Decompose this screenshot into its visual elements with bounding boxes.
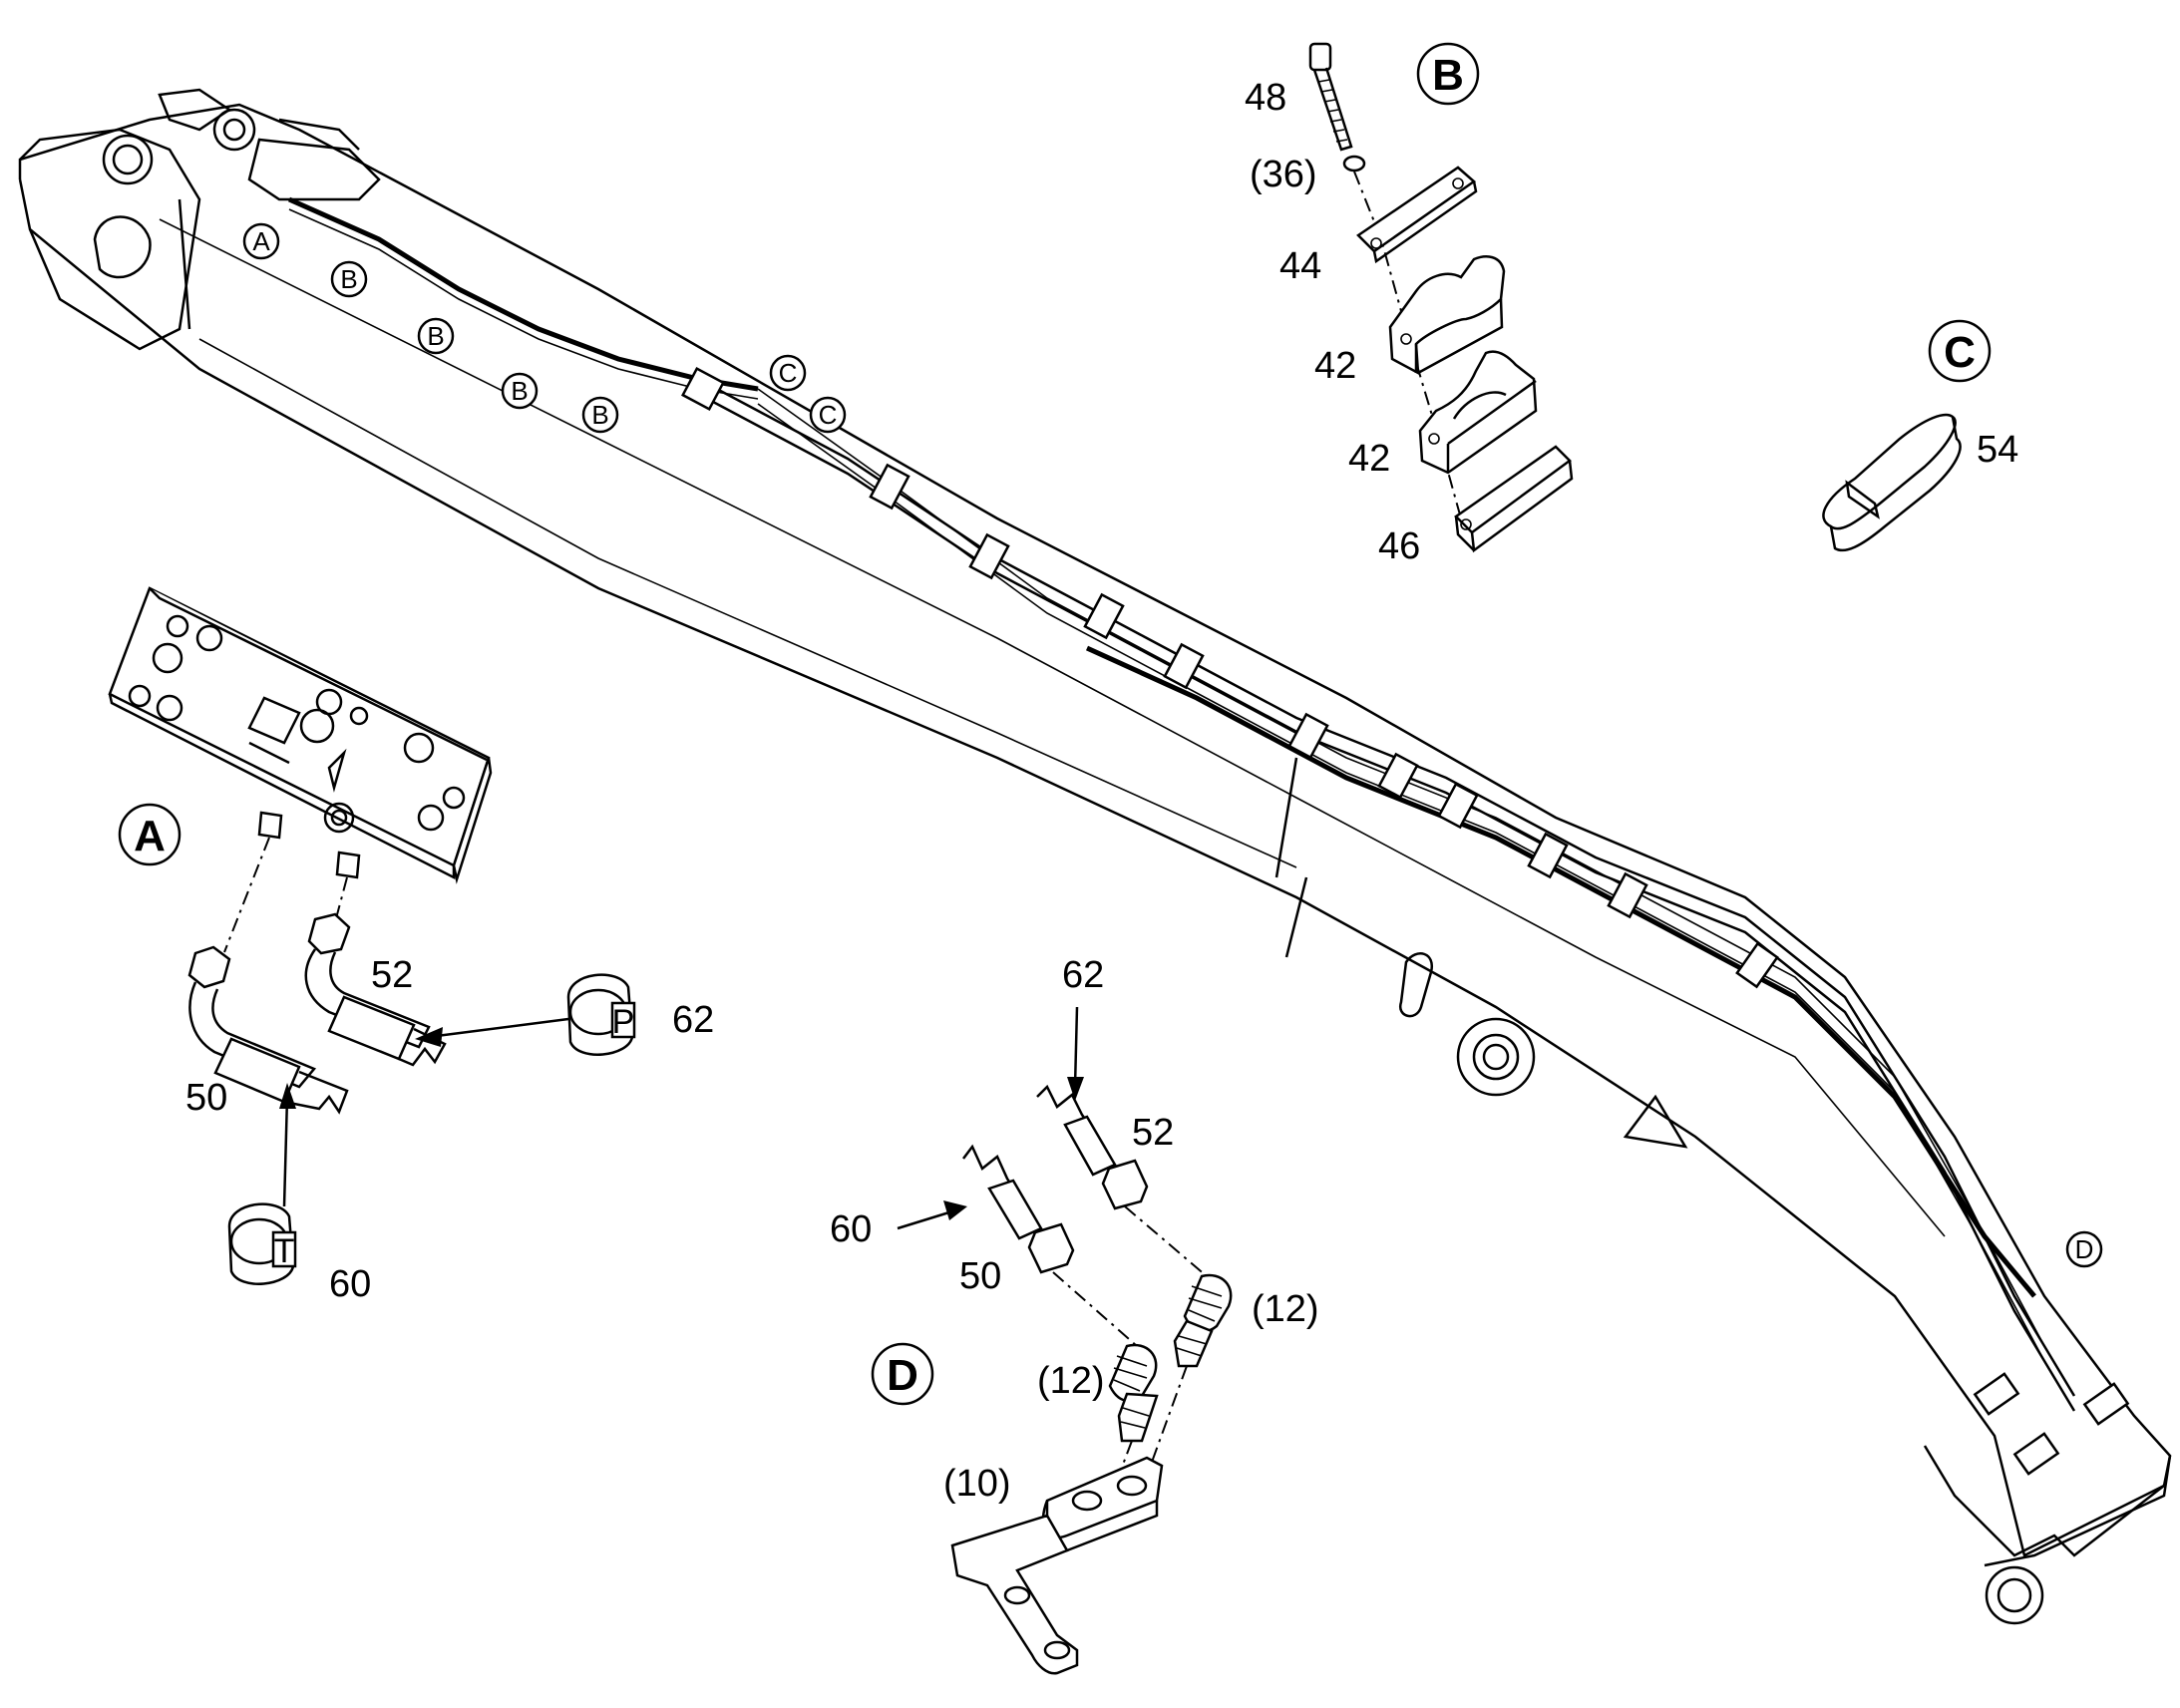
label-12-right: (12) xyxy=(1252,1288,1319,1330)
boom-arm xyxy=(18,88,2172,1625)
hose-52-d xyxy=(1036,1084,1149,1210)
label-52-d: 52 xyxy=(1132,1112,1174,1154)
hose-50 xyxy=(187,945,349,1115)
svg-text:C: C xyxy=(1944,328,1976,377)
bracket-10 xyxy=(950,1456,1164,1675)
label-42-upper: 42 xyxy=(1314,345,1356,387)
tag-p: P xyxy=(566,973,636,1056)
callout-b-1: B xyxy=(330,260,368,298)
callout-a: A xyxy=(242,222,280,260)
detail-d-marker: D xyxy=(871,1342,934,1406)
clamp-lower-42 xyxy=(1418,350,1538,475)
hydraulic-lines xyxy=(287,196,2130,1476)
label-10: (10) xyxy=(943,1463,1011,1505)
bolt-48 xyxy=(1308,42,1353,152)
hose-52 xyxy=(304,912,447,1067)
label-50-d: 50 xyxy=(959,1255,1001,1297)
svg-text:P: P xyxy=(612,1003,635,1041)
label-54: 54 xyxy=(1977,429,2018,471)
label-60-a: 60 xyxy=(329,1263,371,1305)
washer-36 xyxy=(1342,155,1366,172)
line-clamps xyxy=(681,367,2130,1476)
detail-a-marker: A xyxy=(118,803,182,866)
label-62-d: 62 xyxy=(1062,954,1104,996)
label-48: 48 xyxy=(1245,77,1286,119)
detail-d: D xyxy=(830,954,1319,1675)
label-36: (36) xyxy=(1250,154,1317,195)
svg-text:D: D xyxy=(887,1351,918,1400)
svg-text:B: B xyxy=(1432,51,1464,100)
svg-text:A: A xyxy=(252,226,270,256)
label-50-a: 50 xyxy=(185,1077,227,1119)
svg-text:D: D xyxy=(2075,1234,2094,1264)
elbow-fitting-right xyxy=(1173,1273,1233,1368)
svg-text:B: B xyxy=(427,321,444,351)
valve-block xyxy=(108,586,493,884)
callout-d: D xyxy=(2065,1230,2103,1268)
svg-text:B: B xyxy=(511,376,528,406)
detail-a: A xyxy=(108,586,714,1305)
svg-text:C: C xyxy=(819,400,838,430)
label-52-a: 52 xyxy=(371,954,413,996)
svg-text:B: B xyxy=(591,400,608,430)
label-44: 44 xyxy=(1279,245,1321,287)
label-42-lower: 42 xyxy=(1348,438,1390,480)
callout-c-1: C xyxy=(769,354,807,392)
svg-text:A: A xyxy=(134,812,166,860)
label-46: 46 xyxy=(1378,525,1420,567)
tag-t: T xyxy=(227,1202,297,1285)
detail-b-marker: B xyxy=(1416,42,1480,106)
callout-b-3: B xyxy=(501,372,539,410)
callout-b-4: B xyxy=(581,396,619,434)
svg-text:C: C xyxy=(779,358,798,388)
cable-tie-54 xyxy=(1822,413,1962,552)
hose-50-d xyxy=(962,1144,1075,1274)
boom-callouts: A B B B B C C D xyxy=(242,222,2103,1268)
callout-b-2: B xyxy=(417,317,455,355)
label-12-left: (12) xyxy=(1037,1360,1105,1402)
elbow-fitting-left xyxy=(1108,1343,1159,1443)
bottom-plate-46 xyxy=(1454,445,1572,534)
label-62-a: 62 xyxy=(672,999,714,1041)
detail-c-marker: C xyxy=(1928,319,1992,383)
svg-text:T: T xyxy=(274,1232,295,1270)
detail-b: B 48 (36) 44 42 42 xyxy=(1245,42,1574,567)
svg-text:B: B xyxy=(340,264,357,294)
callout-c-2: C xyxy=(809,396,847,434)
detail-c: C 54 xyxy=(1822,319,2018,552)
label-60-d: 60 xyxy=(830,1208,872,1250)
